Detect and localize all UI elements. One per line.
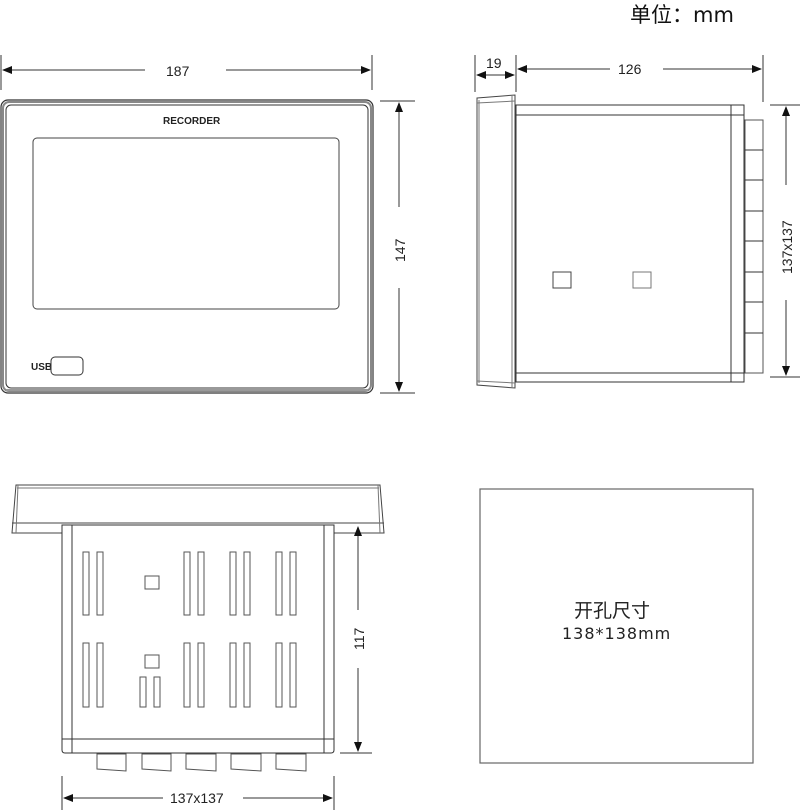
- panel-cutout: 开孔尺寸 138*138mm: [479, 488, 754, 764]
- front-width-dim: 187: [166, 63, 190, 79]
- cutout-title: 开孔尺寸: [574, 600, 650, 622]
- front-view: 187 RECORDER USB 147: [0, 55, 415, 394]
- top-width-dim: 137x137: [170, 790, 224, 806]
- brand-label: RECORDER: [163, 116, 221, 127]
- display-screen: [32, 137, 340, 310]
- body-depth-dim: 126: [618, 61, 642, 77]
- top-view: 117 137x137: [11, 484, 385, 810]
- usb-label: USB: [31, 362, 52, 373]
- front-height-dim: 147: [392, 238, 408, 262]
- usb-port: [50, 356, 84, 376]
- cutout-size: 138*138mm: [562, 624, 671, 643]
- top-depth-dim: 117: [351, 627, 367, 650]
- bezel-depth-dim: 19: [486, 55, 502, 71]
- terminal-connectors: [96, 753, 307, 772]
- mounting-clip-slot: [552, 271, 572, 289]
- unit-label: 单位：mm: [630, 3, 734, 27]
- side-view: 19 126 137x137: [474, 55, 800, 389]
- mounting-clip-slot: [632, 271, 652, 289]
- side-height-dim: 137x137: [779, 220, 795, 274]
